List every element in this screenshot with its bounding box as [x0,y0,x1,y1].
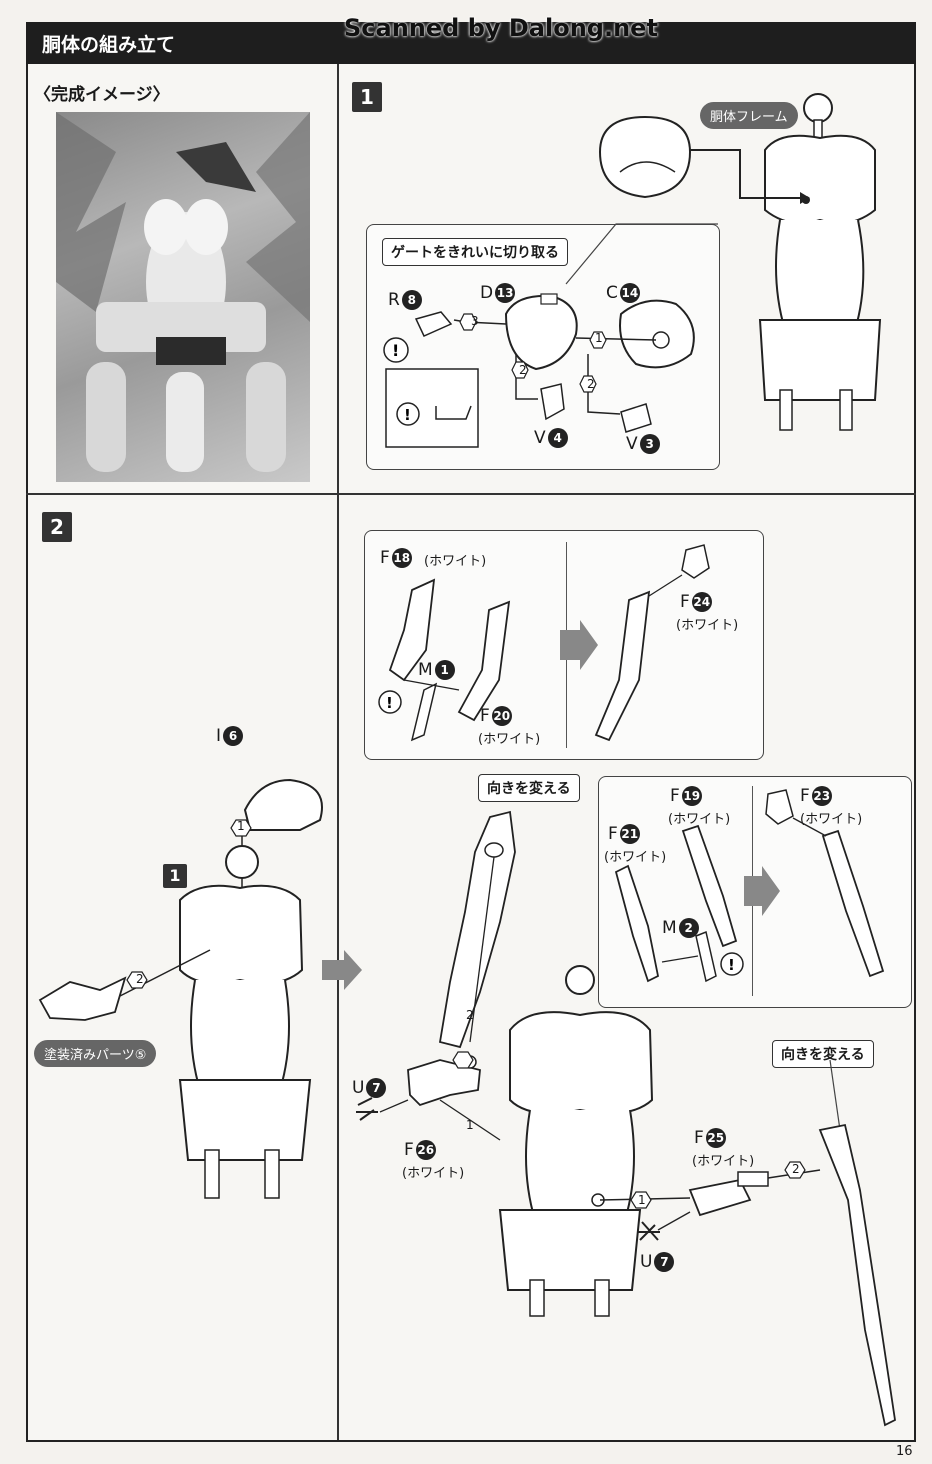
step-1-badge: 1 [352,82,382,112]
step2-order-2-left: 2 [136,972,144,986]
arm-box-2-drawing: ! [614,789,885,983]
step-2-left-torso-drawing [38,778,323,1199]
shoulder-joint-drawing [356,1051,501,1141]
step-2-sub-badge: 1 [163,864,187,888]
completed-image-title: 〈完成イメージ〉 [34,85,170,105]
flow-arrow-left [322,950,362,990]
step-1-parts-drawing: ! ! [383,223,718,448]
step-2-badge: 2 [42,512,72,542]
f26-white: (ホワイト) [402,1166,465,1181]
step2-order-2-right: 2 [792,1162,800,1176]
page-title: 胴体の組み立て [42,34,176,56]
figure-silhouette [56,112,310,472]
page-number: 16 [896,1444,913,1459]
f24-white: (ホワイト) [676,618,739,633]
divider-horizontal [26,493,916,495]
forearm-blade-drawing [818,1059,896,1427]
step-2-central-torso-drawing [498,965,654,1317]
svg-text:!: ! [404,406,411,424]
step1-order-1: 1 [595,331,603,345]
f18-white: (ホワイト) [424,554,487,569]
painted-parts-label: 塗装済みパーツ⑤ [34,1040,157,1067]
scan-credit: Scanned by Dalong.net [344,14,658,42]
step2-order-1-top: 1 [237,819,245,833]
arm-box-1-drawing: ! [378,544,710,742]
step2-order-1-right: 1 [638,1193,646,1207]
step1-order-2b: 2 [587,377,595,391]
torso-frame-drawing [758,93,882,431]
turn-around-label-1: 向きを変える [478,774,580,802]
upper-arm-drawing [438,810,516,1049]
step2-order-1-mid: 1 [466,1118,474,1132]
f23-white: (ホワイト) [800,812,863,827]
f21-white: (ホワイト) [604,850,667,865]
step1-order-2a: 2 [519,363,527,377]
turn-around-label-2: 向きを変える [772,1040,874,1068]
torso-frame-label: 胴体フレーム [700,102,798,129]
f25-white: (ホワイト) [692,1154,755,1169]
elbow-joint-drawing [599,1161,821,1241]
chest-part-top [598,115,692,199]
arrow-to-frame [690,149,810,204]
completed-image-photo [56,112,310,482]
svg-text:!: ! [386,694,393,712]
divider-top-vertical [337,64,339,494]
svg-text:!: ! [728,956,735,974]
f19-white: (ホワイト) [668,812,731,827]
svg-text:!: ! [392,341,399,360]
step2-order-2-mid: 2 [466,1008,474,1022]
step1-order-3: 3 [471,314,479,328]
header-bar: 胴体の組み立て [26,22,916,64]
f20-white: (ホワイト) [478,732,541,747]
gate-cut-note: ゲートをきれいに切り取る [382,238,568,266]
